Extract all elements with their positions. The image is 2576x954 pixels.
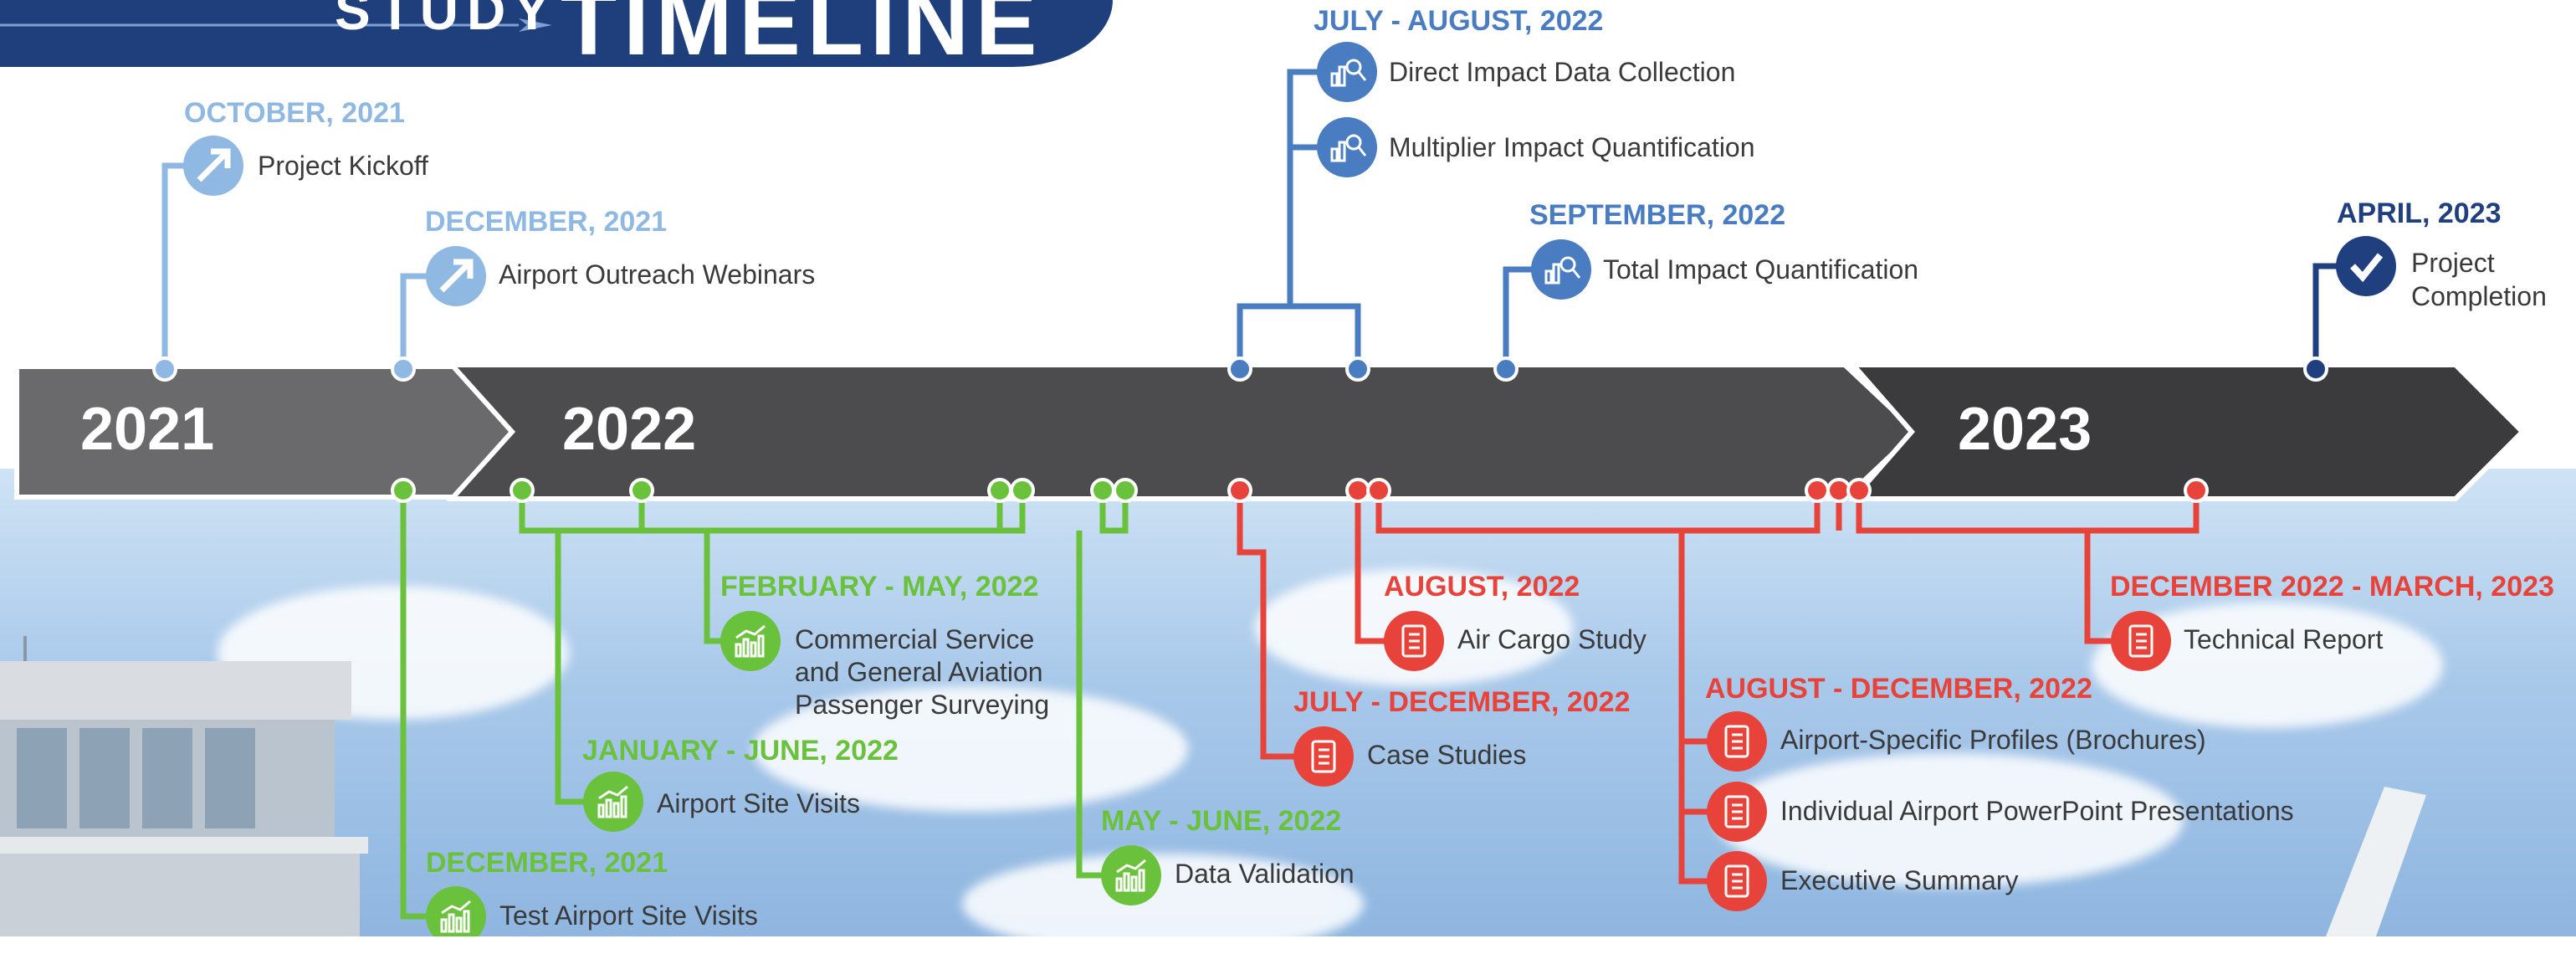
connector-jul-aug-bracket [1237, 303, 1361, 368]
chart-magnifier-icon [1317, 42, 1377, 102]
connector-dec-mar-bracket [1856, 490, 2200, 534]
milestone-dot [2303, 356, 2328, 382]
date-august-2022: AUGUST, 2022 [1384, 571, 1580, 603]
milestone-dot [152, 356, 177, 382]
label-executive-summary: Executive Summary [1780, 865, 2019, 895]
connector-jan-jun-bracket [519, 490, 1026, 534]
milestone-dot [1345, 478, 1370, 503]
milestone-dot [629, 478, 654, 503]
date-december-2022-march-2023: DECEMBER 2022 - MARCH, 2023 [2110, 571, 2554, 603]
chart-magnifier-icon [1317, 117, 1377, 177]
connector-dec-2021 [400, 273, 427, 368]
connector-dec-mar [2084, 531, 2117, 644]
milestone-dot [391, 478, 416, 503]
notebook-icon [1707, 851, 1767, 911]
milestone-dot [1227, 478, 1252, 503]
growth-chart-icon [720, 611, 781, 671]
connector-jul-aug [1287, 69, 1322, 306]
connector-jul-dec [1237, 490, 1297, 760]
label-multiplier-impact-quantification: Multiplier Impact Quantification [1389, 132, 1755, 162]
milestone-dot [2184, 478, 2209, 503]
milestone-dot [1345, 356, 1370, 382]
date-december-2021-green: DECEMBER, 2021 [426, 847, 668, 879]
label-direct-impact-data-collection: Direct Impact Data Collection [1389, 57, 1736, 87]
growth-chart-icon [583, 772, 643, 832]
date-january-june-2022: JANUARY - JUNE, 2022 [582, 735, 899, 767]
date-october-2021: OCTOBER, 2021 [184, 97, 405, 129]
connector-may-jun-bracket [1099, 490, 1129, 534]
notebook-icon [1707, 711, 1767, 772]
notebook-icon [1293, 726, 1354, 787]
control-tower-illustration [0, 636, 368, 936]
milestone-dot [1113, 478, 1138, 503]
label-completion: Completion [2411, 281, 2547, 311]
milestone-dot [1227, 356, 1252, 382]
milestone-dot [510, 478, 535, 503]
label-project-kickoff: Project Kickoff [258, 151, 428, 181]
milestone-dot [1493, 356, 1518, 382]
year-label-2022: 2022 [562, 396, 697, 463]
arrow-icon [426, 246, 486, 306]
chart-magnifier-icon [1531, 239, 1591, 300]
milestone-dot [1846, 478, 1872, 503]
airplane-line-icon [0, 18, 552, 32]
date-february-may-2022: FEBRUARY - MAY, 2022 [720, 571, 1039, 603]
milestone-dot [1805, 478, 1830, 503]
cloud [753, 686, 1188, 812]
label-technical-report: Technical Report [2184, 624, 2384, 654]
label-airport-specific-profiles: Airport-Specific Profiles (Brochures) [1780, 725, 2206, 755]
connector-test-site-visits [400, 490, 435, 920]
label-individual-airport-powerpoint: Individual Airport PowerPoint Presentati… [1780, 796, 2294, 826]
label-total-impact-quantification: Total Impact Quantification [1603, 254, 1919, 285]
date-july-december-2022: JULY - DECEMBER, 2022 [1293, 686, 1631, 718]
checkmark-icon [2336, 236, 2396, 296]
year-label-2021: 2021 [80, 396, 215, 463]
notebook-icon [1707, 782, 1767, 842]
label-test-airport-site-visits: Test Airport Site Visits [499, 900, 758, 931]
notebook-icon [1384, 611, 1444, 671]
growth-chart-icon [1101, 845, 1161, 905]
title-line1: STUDY [335, 0, 558, 41]
date-april-2023: APRIL, 2023 [2337, 197, 2502, 229]
label-case-studies: Case Studies [1367, 740, 1527, 770]
date-july-august-2022: JULY - AUGUST, 2022 [1314, 5, 1604, 37]
aircraft-wing-illustration [2326, 787, 2426, 936]
date-may-june-2022: MAY - JUNE, 2022 [1101, 805, 1342, 837]
label-passenger-surveying: Passenger Surveying [795, 690, 1050, 720]
arrow-icon [183, 136, 243, 196]
connector-oct-2021 [161, 162, 188, 368]
connector-aug-2022 [1355, 490, 1385, 644]
milestone-dot [391, 356, 416, 382]
connector-aug-dec-bracket [1375, 490, 1821, 534]
year-label-2023: 2023 [1958, 396, 2092, 463]
milestone-dot [1366, 478, 1391, 503]
label-data-validation: Data Validation [1175, 859, 1355, 889]
cloud [1715, 753, 2184, 887]
milestone-dot [987, 478, 1012, 503]
date-september-2022: SEPTEMBER, 2022 [1529, 199, 1786, 231]
label-air-cargo-study: Air Cargo Study [1457, 624, 1646, 654]
connector-sep-2022 [1503, 266, 1539, 368]
notebook-icon [2111, 611, 2171, 671]
growth-chart-icon [426, 886, 486, 936]
connector-jan-jun [555, 531, 594, 805]
label-airport-site-visits: Airport Site Visits [657, 788, 861, 818]
label-airport-outreach-webinars: Airport Outreach Webinars [499, 259, 816, 290]
label-general-aviation: and General Aviation [795, 657, 1043, 687]
label-commercial-service: Commercial Service [795, 624, 1035, 654]
year-arrow-2023 [1847, 362, 2527, 501]
label-project: Project [2411, 248, 2495, 278]
connector-aug-dec [1678, 531, 1711, 885]
date-december-2021: DECEMBER, 2021 [425, 206, 668, 238]
milestone-dot [1010, 478, 1035, 503]
date-august-december-2022: AUGUST - DECEMBER, 2022 [1705, 673, 2092, 705]
title-banner: STUDY TIMELINE [0, 0, 1113, 74]
title-line2: TIMELINE [561, 0, 1044, 74]
milestone-dot [1090, 478, 1115, 503]
